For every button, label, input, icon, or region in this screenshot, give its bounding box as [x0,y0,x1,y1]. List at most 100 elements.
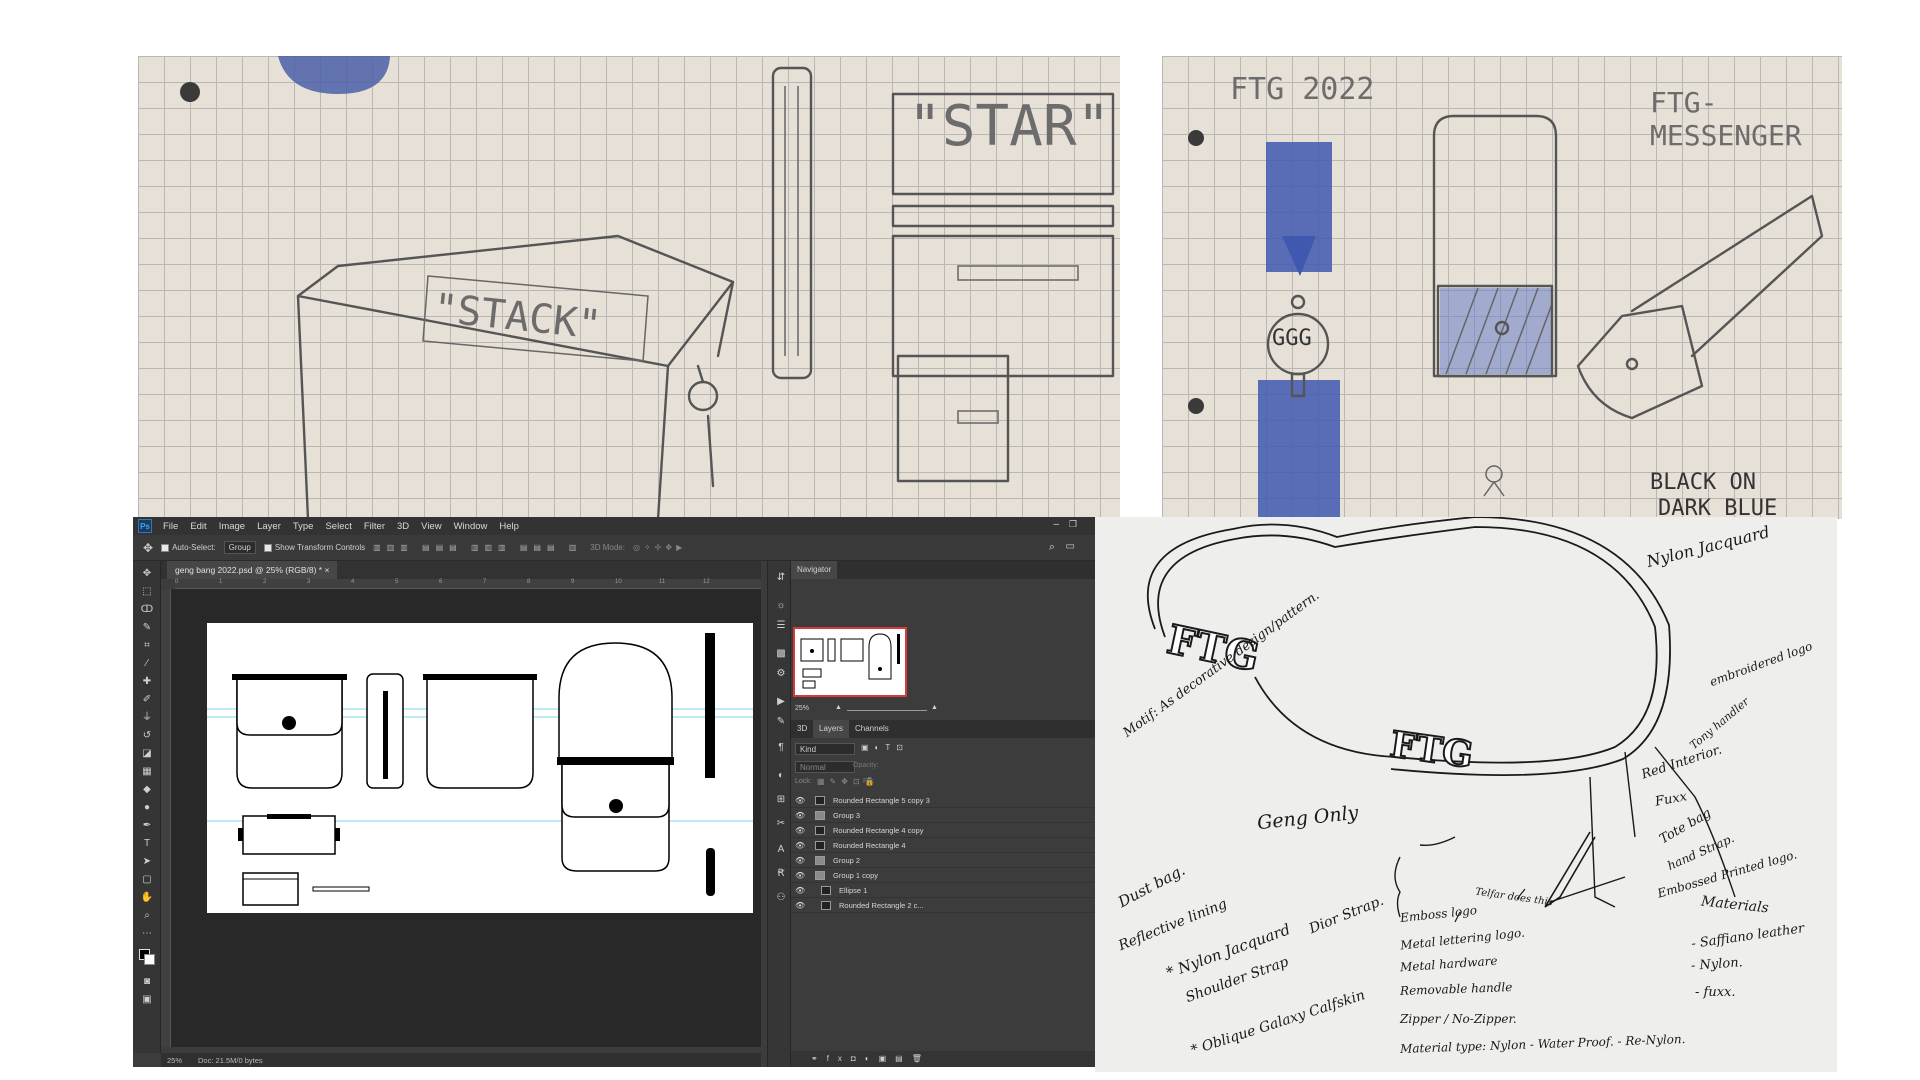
tab-3d[interactable]: 3D [797,724,808,733]
align-icons[interactable]: ▥▥▥ ▤▤▤ ▥▥▥ ▤▤▤ ▥ [373,543,583,552]
visibility-eye-icon[interactable]: 👁 [795,901,806,910]
tab-channels[interactable]: Channels [855,724,889,733]
lock-icons[interactable]: ▦✎✥⊡🔒 [817,777,880,786]
blend-mode-select[interactable]: Normal [795,761,855,773]
zoom-tool-icon[interactable]: ⌕ [144,910,150,921]
history-icon[interactable]: ⇵ [776,572,786,583]
menu-type[interactable]: Type [292,520,314,532]
swatch-icon[interactable]: ▩ [776,648,786,659]
ruler-tick: 4 [351,579,355,585]
zoom-level[interactable]: 25% [167,1055,183,1065]
zoom-out-icon[interactable]: ▲ [835,704,842,711]
layer-row[interactable]: 👁Rounded Rectangle 4 [791,838,1095,853]
bag-vector-artwork [167,633,767,906]
libraries-icon[interactable]: ⊞ [776,794,786,805]
layer-row[interactable]: 👁Rounded Rectangle 5 copy 3 [791,793,1095,808]
menu-select[interactable]: Select [325,520,352,532]
visibility-eye-icon[interactable]: 👁 [795,871,806,880]
paragraph-icon[interactable]: ¶ [778,742,784,753]
blur-icon[interactable]: ◆ [143,784,151,795]
more-tools-icon[interactable]: ⋯ [142,928,152,939]
lasso-tool-icon[interactable]: ↀ [140,604,154,615]
zoom-slider[interactable] [847,710,927,711]
menu-3d[interactable]: 3D [397,520,410,532]
folder-icon [815,856,825,865]
menu-view[interactable]: View [421,520,442,532]
play-icon[interactable]: ▶ [777,696,785,707]
eraser-icon[interactable]: ◪ [142,748,152,759]
marquee-tool-icon[interactable]: ⬚ [142,586,152,597]
menu-layer[interactable]: Layer [257,520,281,532]
navigator-zoom: 25% ▲ ▲ [795,704,1085,717]
menu-filter[interactable]: Filter [363,520,385,532]
canvas-area[interactable] [167,589,767,1047]
quick-select-icon[interactable]: ✎ [142,622,152,633]
stamp-icon[interactable]: ⏚ [142,712,152,723]
history-brush-icon[interactable]: ↺ [142,730,152,741]
minimize-icon[interactable]: – [1053,519,1059,530]
properties-icon[interactable]: ⚙ [776,668,786,679]
layer-kind-value: Kind [800,745,817,754]
shape-tool-icon[interactable]: ▢ [142,874,152,885]
ruler-tick: 11 [659,579,666,585]
character-icon[interactable]: A [777,844,785,855]
3d-mode-icons[interactable]: ◎✧✢✥▶ [632,543,687,552]
layer-row[interactable]: 👁Ellipse 1 [791,883,1095,898]
path-select-icon[interactable]: ➤ [142,856,152,867]
transform-controls-checkbox[interactable]: Show Transform Controls [263,543,365,552]
tools-icon[interactable]: ✂ [776,818,786,829]
visibility-eye-icon[interactable]: 👁 [795,886,806,895]
visibility-eye-icon[interactable]: 👁 [795,796,806,805]
styles-icon[interactable]: ⚇ [776,892,786,903]
tab-navigator[interactable]: Navigator [791,561,838,579]
healing-icon[interactable]: ✚ [142,676,152,687]
visibility-eye-icon[interactable]: 👁 [795,811,806,820]
type-tool-icon[interactable]: T [143,838,151,849]
move-tool-icon[interactable]: ✥ [143,540,154,555]
search-icon[interactable]: ⌕ [1048,541,1055,553]
brush-icon[interactable]: ✐ [142,694,152,705]
layer-row[interactable]: 👁Rounded Rectangle 2 c... [791,898,1095,913]
color-icon[interactable]: ◐ [777,770,785,781]
workspace-icon[interactable]: ▭ [1065,541,1075,552]
hand-tool-icon[interactable]: ✋ [140,892,154,903]
pen-icon[interactable]: ✒ [142,820,152,831]
layer-row[interactable]: 👁Group 1 copy [791,868,1095,883]
crop-tool-icon[interactable]: ⌗ [144,640,150,651]
auto-select-label: Auto-Select: [172,543,216,552]
layer-row[interactable]: 👁Group 2 [791,853,1095,868]
quick-mask-icon[interactable]: ◙ [143,976,151,987]
visibility-eye-icon[interactable]: 👁 [795,826,806,835]
menu-help[interactable]: Help [499,520,519,532]
layers-footer-icons[interactable]: ⚭fx◘◐▣▤🗑 [811,1054,931,1063]
auto-select-dropdown[interactable]: Group [223,541,256,554]
screen-mode-icon[interactable]: ▣ [142,994,152,1005]
close-tab-icon[interactable]: × [324,565,330,575]
ruler-tick: 0 [175,579,179,585]
layer-row[interactable]: 👁Rounded Rectangle 4 copy [791,823,1095,838]
brush-settings-icon[interactable]: ✎ [776,716,786,727]
layer-filter-icons[interactable]: ▣◐T⊡ [861,743,909,752]
eyedropper-icon[interactable]: ⁄ [146,658,148,669]
artboard[interactable] [167,623,767,913]
dodge-icon[interactable]: ● [143,802,151,813]
gradient-icon[interactable]: ▦ [142,766,152,777]
light-icon[interactable]: ☼ [776,600,786,611]
menu-file[interactable]: File [163,520,179,532]
zoom-in-icon[interactable]: ▲ [931,704,938,711]
glyphs-icon[interactable]: Ꞧ [777,868,785,879]
restore-icon[interactable]: ❐ [1068,519,1077,529]
layer-row[interactable]: 👁Group 3 [791,808,1095,823]
visibility-eye-icon[interactable]: 👁 [795,841,806,850]
adjust-icon[interactable]: ☰ [776,620,786,631]
menu-edit[interactable]: Edit [190,520,207,532]
visibility-eye-icon[interactable]: 👁 [795,856,806,865]
move-tool-icon[interactable]: ✥ [142,568,152,579]
menu-window[interactable]: Window [453,520,488,532]
tab-layers[interactable]: Layers [813,720,850,738]
background-color-swatch[interactable] [144,954,155,965]
layer-kind-select[interactable]: Kind [795,743,855,755]
auto-select-checkbox[interactable]: Auto-Select: [161,543,216,552]
document-tab[interactable]: geng bang 2022.psd @ 25% (RGB/8) * × [167,561,338,579]
menu-image[interactable]: Image [218,520,246,532]
